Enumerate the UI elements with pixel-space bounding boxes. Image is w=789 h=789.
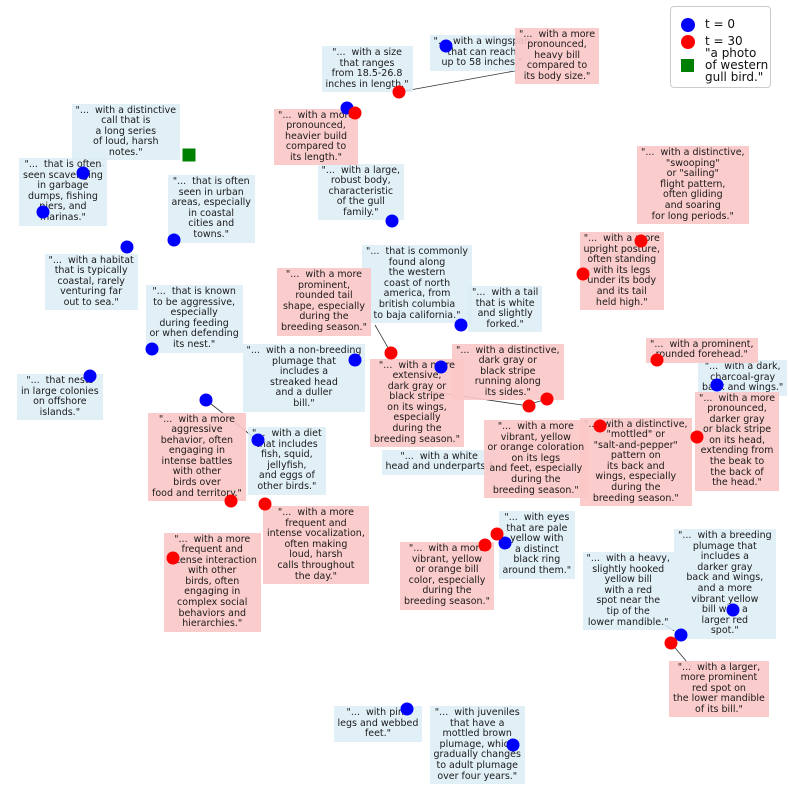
legend-marker-text xyxy=(681,59,694,72)
point-label-p18: "... with a breeding plumage that includ… xyxy=(674,529,776,639)
point-label-q5: "... with a more prominent, rounded tail… xyxy=(277,268,371,336)
point-label-p13: "... with a diet that includes fish, squ… xyxy=(248,427,326,495)
point-label-p17: "... with a heavy, slightly hooked yello… xyxy=(582,552,674,631)
point-label-q10: "... with a more pronounced, darker gray… xyxy=(695,391,780,491)
point-label-q6: "... with a prominent, rounded forehead.… xyxy=(646,337,758,363)
legend-label-t30: t = 30 xyxy=(705,34,743,48)
point-label-q4: "... with a more upright posture, often … xyxy=(579,232,664,311)
point-label-p10: "... that is commonly found along the we… xyxy=(362,245,473,324)
legend-marker-t0 xyxy=(681,18,695,32)
point-label-p20: "... with juveniles that have a mottled … xyxy=(429,706,525,785)
point-label-p5: "... that is known to be aggressive, esp… xyxy=(145,285,243,353)
legend-label-t0: t = 0 xyxy=(705,17,736,31)
point-label-q12: "... with a more frequent and intense vo… xyxy=(263,506,369,585)
point-label-p19: "... with pink legs and webbed feet." xyxy=(333,706,423,742)
legend-label-text: "a photo of western gull bird." xyxy=(705,46,769,84)
point-label-q11: "... with a more aggressive behavior, of… xyxy=(148,412,246,502)
point-label-p14: "... with a white head and underparts." xyxy=(381,449,497,475)
point-label-p1: "... with a distinctive call that is a l… xyxy=(71,103,181,161)
point-label-q13: "... with a more vibrant, yellow or oran… xyxy=(483,420,589,499)
point-label-q2: "... with a more pronounced, heavier bui… xyxy=(274,108,359,166)
point-label-p16: "... with eyes that are pale yellow with… xyxy=(498,511,576,579)
point-label-q16: "... with a larger, more prominent red s… xyxy=(669,660,769,718)
connector-line-q1 xyxy=(398,69,521,93)
point-label-p4: "... with a habitat that is typically co… xyxy=(44,253,138,311)
point-label-q14: "... with a more vibrant, yellow or oran… xyxy=(400,542,494,610)
point-label-p12: "... with a non-breeding plumage that in… xyxy=(242,344,366,412)
point-label-p3: "... that is often seen in urban areas, … xyxy=(167,175,255,243)
point-label-q3: "... with a distinctive, "swooping" or "… xyxy=(637,146,749,225)
connector-line-q5 xyxy=(374,324,392,354)
point-label-q7: "... with a distinctive, dark gray or bl… xyxy=(452,343,564,401)
point-label-p7: "... with a size that ranges from 18.5-2… xyxy=(321,46,413,93)
point-label-q8: "... with a more extensive, dark gray or… xyxy=(370,358,464,448)
point-label-p11: "... with a tail that is white and sligh… xyxy=(468,286,543,333)
legend: t = 0 t = 30 "a photo of western gull bi… xyxy=(670,6,771,88)
point-label-q15: "... with a more frequent and intense in… xyxy=(163,532,261,632)
point-label-q9: "... with a distinctive, "mottled" or "s… xyxy=(580,417,692,507)
point-label-p9: "... with a large, robust body, characte… xyxy=(317,163,405,221)
point-label-p6: "... that nests in large colonies on off… xyxy=(17,374,103,421)
point-label-p2: "... that is often seen scavenging in ga… xyxy=(19,158,107,226)
legend-marker-t30 xyxy=(681,35,695,49)
point-label-q1: "... with a more pronounced, heavy bill … xyxy=(515,27,600,85)
point-label-p15: "... with a dark, charcoal-gray back and… xyxy=(698,360,788,396)
